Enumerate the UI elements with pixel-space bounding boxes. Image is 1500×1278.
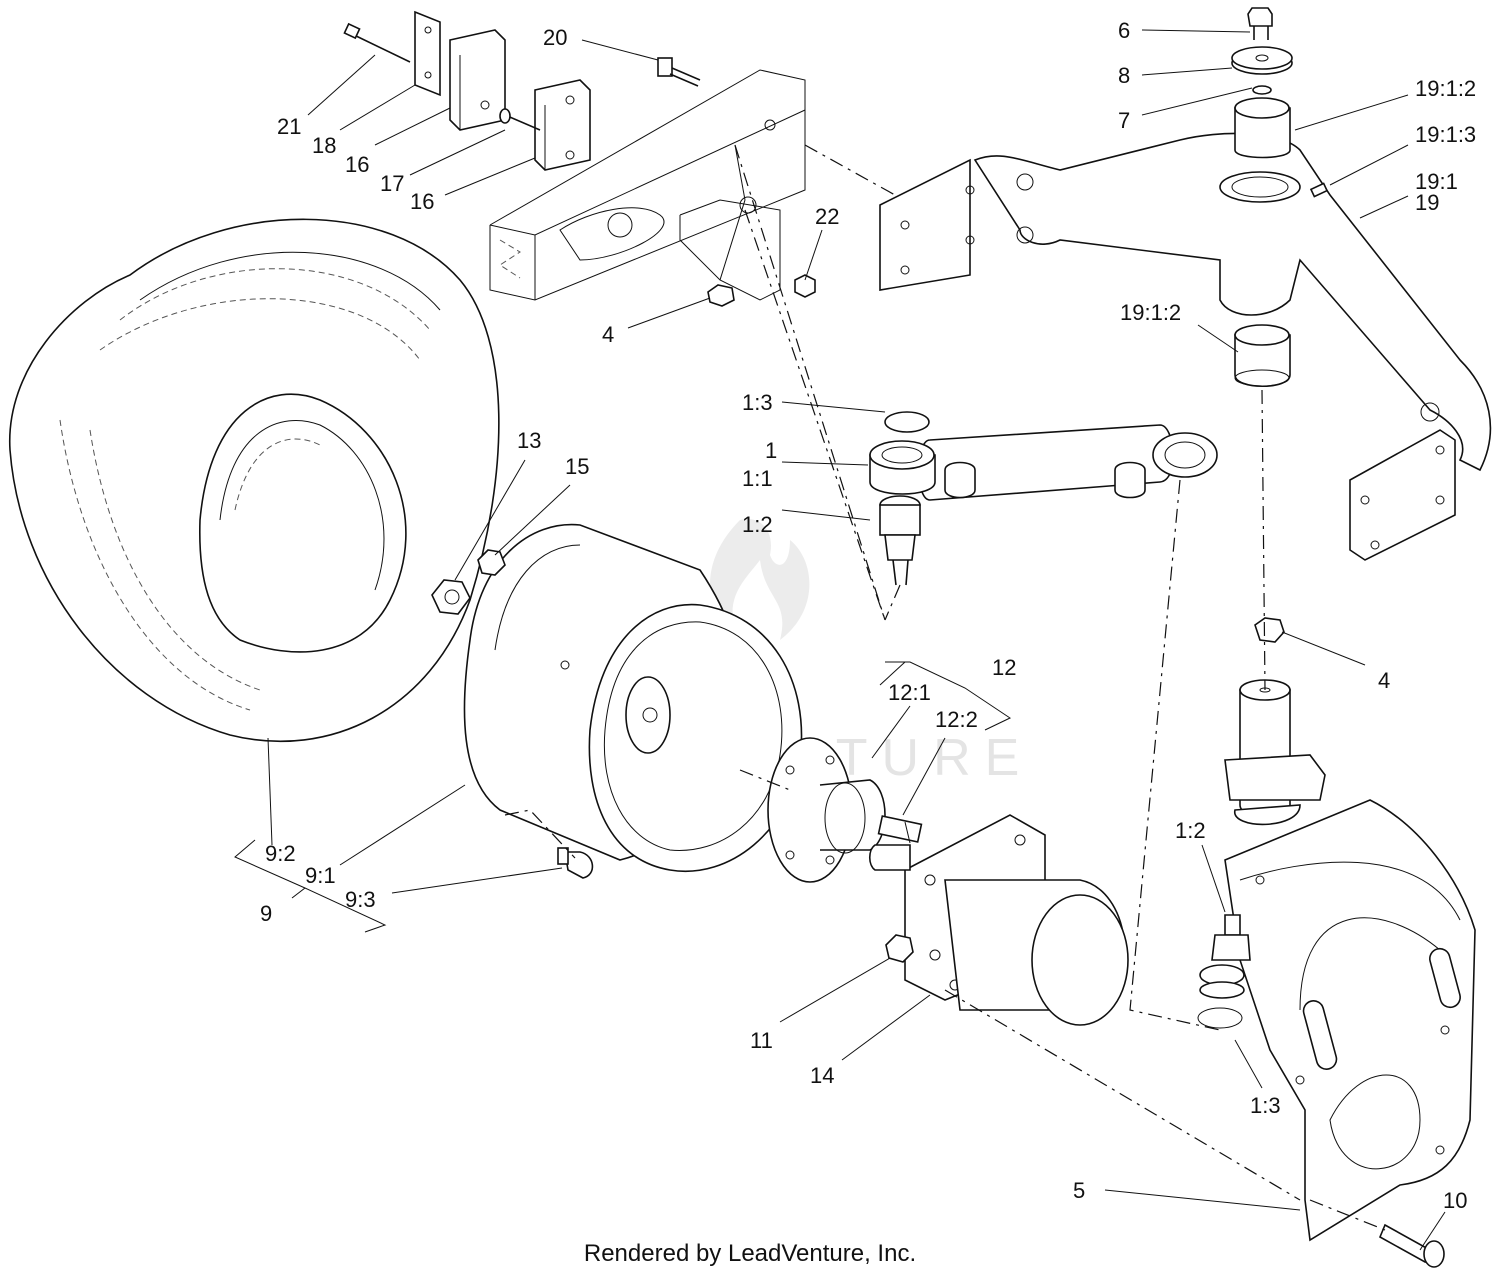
callout-1-2-lower: 1:2 (1175, 818, 1206, 843)
tire-drawing (9, 218, 500, 743)
assembly-centerlines (504, 144, 1386, 1231)
callout-13: 13 (517, 428, 541, 453)
spindle-fork-drawing (1197, 617, 1476, 1268)
callout-22: 22 (815, 204, 839, 229)
callout-17: 17 (380, 171, 404, 196)
callout-1-3: 1:3 (742, 390, 773, 415)
callout-19-1-2: 19:1:2 (1415, 76, 1476, 101)
callout-19-1-3: 19:1:3 (1415, 122, 1476, 147)
axle-arm-drawing (879, 132, 1492, 561)
footer-credit: Rendered by LeadVenture, Inc. (583, 1240, 917, 1267)
hub-drawing (767, 737, 923, 883)
callout-10: 10 (1443, 1188, 1467, 1213)
callout-11: 11 (750, 1028, 773, 1053)
callout-9-3: 9:3 (345, 887, 376, 912)
wheel-motor-drawing (868, 814, 1129, 1026)
callout-7: 7 (1118, 108, 1130, 133)
callout-1-1: 1:1 (742, 466, 773, 491)
callout-1: 1 (765, 438, 777, 463)
callout-21: 21 (277, 114, 301, 139)
callout-5: 5 (1073, 1178, 1085, 1203)
callout-16: 16 (410, 189, 434, 214)
callout-4-lower: 4 (1378, 668, 1390, 693)
callout-9-1: 9:1 (305, 863, 336, 888)
callout-12-2: 12:2 (935, 707, 978, 732)
frame-bracket-drawing (489, 69, 806, 301)
callout-12: 12 (992, 655, 1016, 680)
callout-9-2: 9:2 (265, 841, 296, 866)
callout-6: 6 (1118, 18, 1130, 43)
callout-16: 16 (345, 152, 369, 177)
tie-rod-drawing (869, 411, 1218, 621)
callout-15: 15 (565, 454, 589, 479)
callout-19-1-2-lower: 19:1:2 (1120, 300, 1181, 325)
callout-18: 18 (312, 133, 336, 158)
pivot-hardware-drawing (1231, 7, 1293, 388)
callout-labels: 21 18 16 17 16 20 22 4 6 8 7 19:1:2 19:1… (260, 18, 1476, 1213)
callout-20: 20 (543, 25, 567, 50)
clamp-assembly-drawing (343, 10, 816, 307)
callout-14: 14 (810, 1063, 834, 1088)
callout-1-3-lower: 1:3 (1250, 1093, 1281, 1118)
leader-lines (267, 29, 1446, 1251)
group-brackets (234, 661, 1012, 933)
callout-8: 8 (1118, 63, 1130, 88)
callout-19: 19 (1415, 190, 1439, 215)
callout-9: 9 (260, 901, 272, 926)
callout-12-1: 12:1 (888, 680, 931, 705)
wheel-rim-drawing (431, 523, 803, 879)
callout-1-2: 1:2 (742, 512, 773, 537)
callout-4: 4 (602, 322, 614, 347)
callout-19-1: 19:1 (1415, 169, 1458, 194)
